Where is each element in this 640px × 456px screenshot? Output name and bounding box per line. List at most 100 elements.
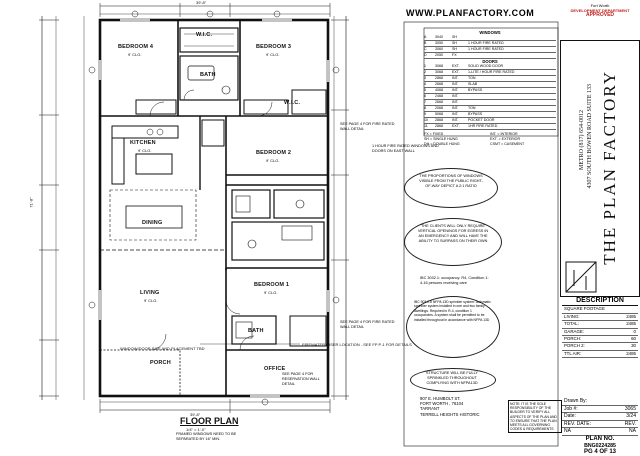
- door-cell: [468, 100, 556, 105]
- window-cell: SH: [452, 41, 457, 45]
- meta-label: REV. DATE:: [564, 420, 591, 427]
- meta-value: NA: [629, 428, 636, 435]
- legend-item: DH = DOUBLE HUNG: [424, 142, 460, 146]
- page-number: PG 4 OF 13: [583, 449, 616, 456]
- meta-row: REV. DATE: REV.: [562, 421, 638, 429]
- framed-window-note: FRAMED WINDOWS NEED TO BE SEPARATED BY 1…: [176, 432, 237, 441]
- meta-label: Job #:: [564, 405, 578, 412]
- website-url: WWW.PLANFACTORY.COM: [406, 8, 535, 18]
- door-cell: 3068: [435, 64, 443, 68]
- legend-item: EXT. = EXTERIOR: [490, 137, 521, 141]
- door-cell: 8: [424, 106, 426, 110]
- description-row: GARAGE:0: [562, 328, 638, 337]
- description-title: DESCRIPTION: [562, 296, 638, 307]
- description-row: PORCH:60: [562, 336, 638, 344]
- door-cell: 6: [424, 94, 426, 98]
- window-ratio-note: THE PROPORTIONS OF WINDOWS VISIBLE FROM …: [419, 174, 483, 188]
- window-cell: SH: [452, 35, 457, 39]
- meta-value: REV.: [624, 420, 636, 427]
- address-line-4: TERRELL HEIGHTS HISTORIC: [420, 411, 480, 417]
- meta-row: Drawn By:: [562, 398, 638, 406]
- room-porch: PORCH: [150, 360, 171, 366]
- stamp-approved: APPROVED: [585, 12, 615, 18]
- door-cell: 3068: [435, 70, 443, 74]
- sprinkler-bubble: [406, 296, 500, 358]
- floor-plan-title: FLOOR PLAN: [180, 416, 239, 426]
- approval-stamp: Fort Worth DEVELOPMENT DEPARTMENT APPROV…: [562, 3, 638, 39]
- fire-riser-note: FIREWATER RISER LOCATION - SEE FP P-1 FO…: [302, 342, 412, 347]
- window-cell: FX: [452, 53, 457, 57]
- door-cell: 1HR FIRE RATED: [468, 124, 498, 128]
- room-wic-mid: W.I.C.: [284, 100, 301, 106]
- floor-plan-scale: 1/4" = 1'-0": [186, 427, 206, 432]
- door-cell: 4068: [435, 88, 443, 92]
- ceiling-bedroom-3: 9' CLG.: [266, 52, 280, 57]
- fire-rated-wall-note-1: SEE PAGE 4 FOR FIRE RATED WALL DETAIL: [340, 122, 395, 131]
- rated-openings-note: 1 HOUR FIRE RATED WINDOWS AND DOORS ON E…: [372, 144, 439, 153]
- description-label: SQUARE FOOTAGE: [564, 306, 605, 312]
- door-cell: INT.: [452, 100, 459, 104]
- legend-item: SH = SINGLE HUNG: [424, 137, 458, 141]
- room-bedroom-4: BEDROOM 4: [118, 44, 154, 50]
- description-row: TTL AIR:2485: [562, 351, 638, 359]
- door-cell: SLAB: [468, 82, 478, 86]
- door-cell: 2468: [435, 94, 443, 98]
- door-cell: POCKET DOOR: [468, 118, 495, 122]
- meta-value: 3/24: [626, 413, 636, 420]
- window-cell: 3050: [435, 41, 443, 45]
- description-label: GARAGE:: [564, 328, 585, 334]
- legend-item: CSMT = CASEMENT: [490, 142, 525, 146]
- plan-number: BNG0224285: [584, 442, 616, 449]
- door-cell: 1-LITE / HOUR FIRE RATED: [468, 70, 515, 74]
- door-cell: TON: [468, 106, 476, 110]
- sprinkled-bubble: [410, 368, 496, 392]
- ceiling-bedroom-4: 9' CLG.: [128, 52, 142, 57]
- sprinkler-note: IBC 903.2.8 NFPA 13D sprinkler system: A…: [414, 300, 491, 322]
- room-bath-lower: BATH: [248, 328, 264, 334]
- door-cell: INT.: [452, 118, 459, 122]
- ceiling-kitchen: 9' CLG.: [138, 148, 152, 153]
- door-cell: EXT.: [452, 70, 460, 74]
- door-cell: 2868: [435, 76, 443, 80]
- window-cell: D: [424, 53, 427, 57]
- door-cell: 1: [424, 64, 426, 68]
- room-bedroom-3: BEDROOM 3: [256, 44, 292, 50]
- window-size-note: WINDOW/DOOR SIZE AND PLACEMENT TBD: [120, 346, 205, 351]
- room-bedroom-2: BEDROOM 2: [256, 150, 292, 156]
- company-name: THE PLAN FACTORY: [600, 70, 619, 265]
- description-label: PORCH:: [564, 336, 582, 342]
- description-row: TOTAL:2485: [562, 321, 638, 329]
- windows-heading: WINDOWS: [479, 30, 501, 35]
- ceiling-living: 9' CLG.: [144, 298, 158, 303]
- legend-item: INT. = INTERIOR: [490, 132, 518, 136]
- door-cell: [468, 94, 556, 99]
- door-cell: INT.: [452, 82, 459, 86]
- door-cell: TON: [468, 76, 476, 80]
- bottom-width-label: 39'-8": [190, 412, 201, 417]
- door-cell: 5068: [435, 112, 443, 116]
- address-line-3: TARRANT: [420, 406, 440, 412]
- description-label: PORCH 2:: [564, 343, 585, 349]
- window-cell: SH: [452, 47, 457, 51]
- overall-width-label: 39'-8": [196, 0, 207, 5]
- description-row: LIVING:2485: [562, 314, 638, 322]
- ceiling-bedroom-1: 9' CLG.: [264, 290, 278, 295]
- window-cell: [468, 53, 556, 58]
- door-cell: 9: [424, 112, 426, 116]
- door-cell: 3: [424, 76, 426, 80]
- room-kitchen: KITCHEN: [130, 140, 156, 146]
- door-cell: INT.: [452, 112, 459, 116]
